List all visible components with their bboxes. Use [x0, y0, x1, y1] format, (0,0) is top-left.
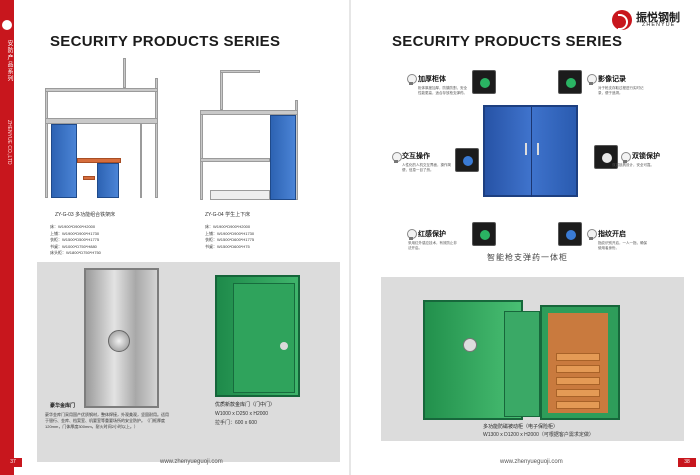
cabinet-tagline: 智能枪支弹药一体柜 [487, 253, 568, 262]
brand-name-en: ZHENYUE [642, 22, 676, 28]
feature-text-4: 双重锁具设计，安全可靠。 [612, 163, 654, 167]
feature-text-5: 采用红外感应技术，有效防止非法开启。 [408, 241, 457, 250]
feature-thumb-4 [594, 145, 618, 169]
feature-title-2: 影像记录 [598, 76, 626, 83]
right-page-url: www.zhenyueguoji.com [500, 459, 563, 465]
left-page-number: 37 [4, 458, 22, 467]
feature-thumb-1 [472, 70, 496, 94]
side-strip-title: 安防产品系列 [6, 40, 12, 82]
feature-text-1: 柜体厚度加厚，防撬防割，安全性能更高，适合存放枪支弹药。 [418, 86, 467, 95]
feature-title-6: 指纹开启 [598, 231, 626, 238]
side-strip-subtitle: ZHENYUE CO.,LTD [6, 120, 12, 165]
brand-name-cn: 振悦钢制 [636, 12, 680, 24]
bunk-bed-zyg04-image [200, 60, 305, 210]
bed2-specs: 床：W1900*D900*H2000 上铺：W1900*D900*H1730 衣… [205, 224, 255, 249]
bed2-caption: ZY-G-04 学生上下床 [205, 212, 251, 218]
feature-title-1: 加厚柜体 [418, 76, 446, 83]
left-page-title: SECURITY PRODUCTS SERIES [50, 33, 281, 50]
bulb-icon [392, 152, 402, 163]
feature-text-2: 对于枪支存取过程进行实时记录，便于追溯。 [598, 86, 644, 95]
feature-thumb-3 [455, 148, 479, 172]
feature-title-4: 双锁保护 [632, 153, 660, 160]
steel-vault-name: 豪华金库门 [50, 403, 76, 409]
steel-vault-door-image [84, 268, 159, 408]
bed1-specs: 床：W1900*D900*H2000 上铺：W1900*D900*H1730 衣… [50, 224, 101, 255]
page-gutter [349, 0, 351, 475]
bulb-icon [587, 229, 597, 240]
right-page-number: 38 [678, 458, 696, 467]
steel-vault-desc: 豪华金库门采用国产优质钢材，整体焊接，外观美观，坚固耐用。适用于银行、金库、档案… [45, 412, 169, 429]
feature-title-5: 红感保护 [418, 231, 446, 238]
bulb-icon [407, 74, 417, 85]
side-strip: 安防产品系列 ZHENYUE CO.,LTD [0, 0, 14, 475]
left-page-url: www.zhenyueguoji.com [160, 459, 223, 465]
feature-title-3: 交互操作 [402, 153, 430, 160]
bulb-icon [407, 229, 417, 240]
right-page-title: SECURITY PRODUCTS SERIES [392, 33, 623, 50]
side-logo-icon [2, 20, 12, 30]
brand-mark-icon [612, 10, 632, 30]
right-safe-name: 多功能防磁被动柜（电子保险柜） [483, 424, 559, 430]
bed1-caption: ZY-G-03 多功能组合铁架床 [55, 212, 116, 218]
green-vault-dim2: 拉手门：600 x 600 [215, 420, 257, 426]
brand-logo: 振悦钢制 ZHENYUE [612, 9, 692, 31]
bulb-icon [621, 152, 631, 163]
bunk-bed-zyg03-image [45, 58, 165, 208]
feature-thumb-6 [558, 222, 582, 246]
green-vault-dim1: W1000 x D250 x H2000 [215, 411, 269, 417]
feature-text-3: 人性化的人机交互界面，操作简便，信息一目了然。 [402, 163, 451, 172]
smart-gun-cabinet-image [483, 105, 578, 197]
bulb-icon [587, 74, 597, 85]
green-safe-open-image [504, 305, 620, 420]
feature-thumb-5 [472, 222, 496, 246]
feature-thumb-2 [558, 70, 582, 94]
right-safe-dim: W1300 x D1200 x H2000（可根据客户需求定做） [483, 432, 594, 438]
feature-text-6: 指纹识别开启，一人一指，确保使用者身份。 [598, 241, 647, 250]
green-vault-name: 优质新款金库门（门中门） [215, 402, 276, 408]
green-vault-door-image [215, 275, 300, 397]
